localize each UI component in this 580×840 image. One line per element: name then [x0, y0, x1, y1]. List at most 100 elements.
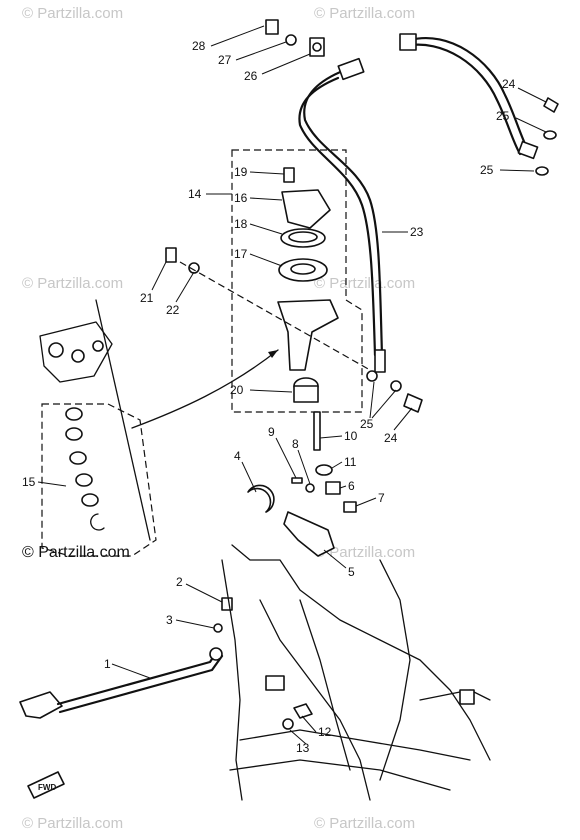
callout-16: 16 — [234, 191, 248, 205]
right-fittings — [535, 97, 559, 176]
fwd-label: FWD — [38, 783, 56, 792]
piston-part-1-icon — [65, 407, 83, 421]
washer-3-icon — [213, 623, 223, 633]
watermark-top-right: © Partzilla.com — [314, 5, 415, 22]
callout-2: 2 — [176, 575, 183, 589]
callout-25-top: 25 — [496, 109, 510, 123]
frame-mount-icon — [459, 689, 475, 705]
callout-labels: 28 27 26 24 25 25 14 19 16 18 17 23 21 2… — [22, 39, 516, 755]
pedal-pivot-icon — [209, 647, 223, 661]
watermark-mid-right: © Partzilla.com — [314, 275, 415, 292]
callout-28: 28 — [192, 39, 206, 53]
bolt-24-icon — [543, 97, 559, 113]
bolt-24-lower-icon — [403, 393, 423, 413]
bolt-21-icon — [165, 247, 177, 263]
callout-12: 12 — [318, 725, 332, 739]
shaft-5-icon — [283, 511, 335, 557]
inset-15 — [39, 299, 279, 557]
callout-25-mid: 25 — [360, 417, 374, 431]
callout-8: 8 — [292, 437, 299, 451]
callout-11: 11 — [344, 455, 357, 469]
callout-17: 17 — [234, 247, 248, 261]
washer-8-icon — [305, 483, 315, 493]
callout-6: 6 — [348, 479, 355, 493]
inset-part-c-icon — [92, 340, 104, 352]
hose-fitting-bottom — [374, 349, 386, 373]
callout-22: 22 — [166, 303, 180, 317]
diaphragm-18-inner — [288, 231, 318, 243]
callout-18: 18 — [234, 217, 248, 231]
spring-4-icon — [247, 484, 275, 513]
piston-part-5-icon — [81, 493, 99, 507]
callout-4: 4 — [234, 449, 241, 463]
washer-25-upper-icon — [543, 130, 557, 140]
piston-part-3-icon — [69, 451, 87, 465]
callout-15: 15 — [22, 475, 36, 489]
callout-13: 13 — [296, 741, 310, 755]
washer-25-mid-b-icon — [390, 380, 402, 392]
watermark-center-right: © Partzilla.com — [314, 544, 415, 561]
push-rod-parts — [291, 370, 423, 513]
callout-leaders — [37, 25, 547, 745]
bolt-2-icon — [221, 597, 233, 611]
callout-1: 1 — [104, 657, 111, 671]
rod-10-icon — [313, 411, 321, 451]
screw-19-icon — [283, 167, 295, 183]
top-fittings — [265, 19, 325, 57]
cap-16-icon — [281, 189, 331, 229]
hose-fitting-left — [337, 57, 365, 81]
washer-22-icon — [188, 262, 200, 274]
callout-20: 20 — [230, 383, 244, 397]
callout-26: 26 — [244, 69, 258, 83]
piston-part-4-icon — [75, 473, 93, 487]
reservoir-group — [165, 149, 371, 413]
callout-27: 27 — [218, 53, 232, 67]
pedal-pad-icon — [19, 691, 63, 719]
brake-hose — [298, 33, 539, 373]
watermarks: © Partzilla.com © Partzilla.com © Partzi… — [22, 5, 415, 832]
inset-part-b-icon — [71, 349, 85, 363]
callout-14: 14 — [188, 187, 202, 201]
clevis-6-icon — [325, 481, 341, 495]
watermark-center-left: © Partzilla.com — [22, 544, 130, 561]
callout-5: 5 — [348, 565, 355, 579]
callout-19: 19 — [234, 165, 248, 179]
callout-24-mid: 24 — [384, 431, 398, 445]
watermark-bottom-left: © Partzilla.com — [22, 815, 123, 832]
callout-24-top: 24 — [502, 77, 516, 91]
hose-fitting-top — [399, 33, 417, 51]
fwd-arrow-icon — [27, 771, 65, 799]
washer-25-lower-icon — [535, 166, 549, 176]
hose-fitting-right — [517, 140, 539, 160]
callout-21: 21 — [140, 291, 154, 305]
washer-27-icon — [285, 34, 297, 46]
washer-13-icon — [282, 718, 294, 730]
forward-direction-marker: FWD — [27, 771, 65, 799]
piston-part-2-icon — [65, 427, 83, 441]
brake-pedal — [19, 647, 224, 719]
circlip-icon — [90, 513, 105, 531]
callout-3: 3 — [166, 613, 173, 627]
union-hole-icon — [312, 42, 322, 52]
frame-structure — [221, 544, 491, 801]
pin-9-icon — [291, 477, 303, 484]
callout-9: 9 — [268, 425, 275, 439]
callout-23: 23 — [410, 225, 424, 239]
watermark-mid-left: © Partzilla.com — [22, 275, 123, 292]
bolt-12-icon — [293, 703, 313, 719]
callout-25-right: 25 — [480, 163, 494, 177]
frame-bracket-icon — [265, 675, 285, 691]
nut-11-icon — [315, 464, 333, 476]
callout-10: 10 — [344, 429, 358, 443]
pedal-pivot — [213, 484, 335, 633]
pin-7-icon — [343, 501, 357, 513]
washer-25-mid-a-icon — [366, 370, 378, 382]
plate-17-inner — [290, 263, 316, 275]
inset-part-a-icon — [48, 342, 64, 358]
watermark-top-left: © Partzilla.com — [22, 5, 123, 22]
bolt-28-icon — [265, 19, 279, 35]
watermark-bottom-right: © Partzilla.com — [314, 815, 415, 832]
callout-7: 7 — [378, 491, 385, 505]
